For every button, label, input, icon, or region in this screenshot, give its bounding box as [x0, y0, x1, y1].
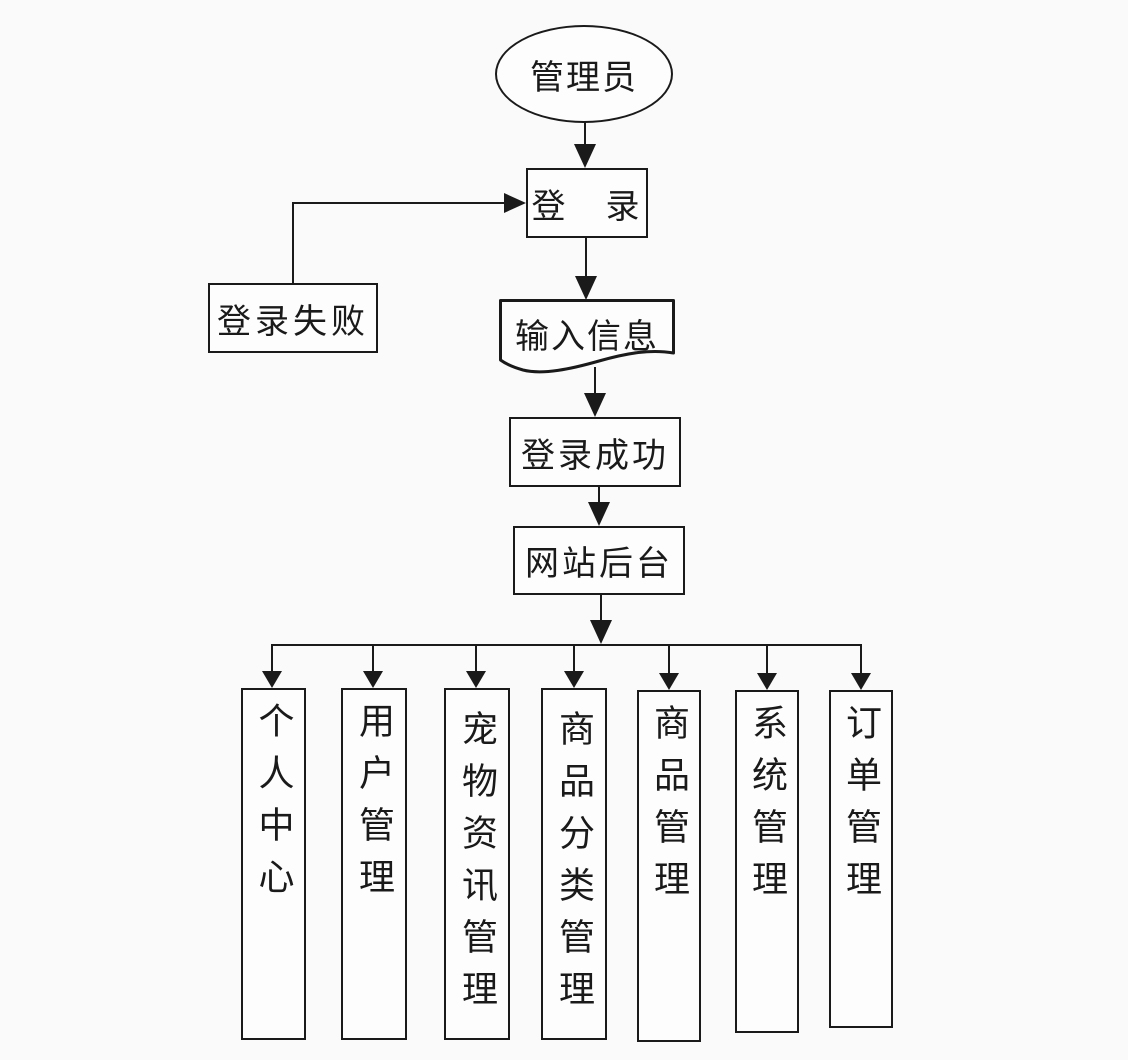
edge-branch-module3-line — [475, 644, 477, 671]
node-module-personal-center: 个人中心 — [241, 688, 306, 1040]
node-module-user-management-label: 用户管理 — [354, 702, 395, 910]
edge-inputinfo-loginsuccess-arrowhead-icon — [584, 393, 606, 417]
edge-branch-module4-arrowhead-icon — [564, 671, 584, 688]
edge-branch-module6-arrowhead-icon — [757, 673, 777, 690]
edge-branch-module6-line — [766, 644, 768, 673]
node-module-pet-info-management: 宠物资讯管理 — [444, 688, 510, 1040]
branch-bus-line — [272, 644, 861, 646]
edge-loginsuccess-backend-arrowhead-icon — [588, 502, 610, 526]
edge-loginsuccess-backend-line — [598, 487, 600, 502]
node-admin-label: 管理员 — [530, 58, 638, 97]
edge-branch-module5-arrowhead-icon — [659, 673, 679, 690]
node-module-personal-center-label: 个人中心 — [253, 702, 295, 910]
edge-loginfail-login-arrowhead-icon — [504, 193, 526, 213]
edge-loginfail-horizontal-line — [292, 202, 504, 204]
document-shape-icon — [499, 299, 675, 374]
edge-backend-branch-line — [600, 595, 602, 620]
edge-backend-branch-arrowhead-icon — [590, 620, 612, 644]
edge-branch-module7-line — [860, 644, 862, 673]
edge-admin-login-arrowhead-icon — [574, 144, 596, 168]
node-module-system-management: 系统管理 — [735, 690, 799, 1033]
node-backend-label: 网站后台 — [525, 545, 673, 583]
node-module-order-management: 订单管理 — [829, 690, 893, 1028]
edge-branch-module7-arrowhead-icon — [851, 673, 871, 690]
edge-login-inputinfo-arrowhead-icon — [575, 276, 597, 300]
node-login-fail-label: 登录失败 — [217, 302, 369, 341]
edge-admin-login-line — [584, 122, 586, 146]
node-login-success-label: 登录成功 — [521, 436, 669, 475]
node-login-fail: 登录失败 — [208, 283, 378, 353]
edge-loginfail-vertical-line — [292, 202, 294, 283]
node-backend: 网站后台 — [513, 526, 685, 595]
node-module-product-category-management-label: 商品分类管理 — [554, 710, 595, 1022]
edge-branch-module2-arrowhead-icon — [363, 671, 383, 688]
edge-branch-module2-line — [372, 644, 374, 671]
node-admin: 管理员 — [495, 25, 673, 123]
node-login: 登 录 — [526, 168, 648, 238]
node-module-system-management-label: 系统管理 — [747, 704, 788, 912]
node-module-order-management-label: 订单管理 — [841, 704, 882, 912]
node-login-label: 登 录 — [531, 187, 643, 226]
node-module-product-management-label: 商品管理 — [649, 704, 690, 912]
edge-branch-module5-line — [668, 644, 670, 673]
node-module-product-management: 商品管理 — [637, 690, 701, 1042]
node-input-info: 输入信息 — [499, 299, 675, 377]
edge-branch-module3-arrowhead-icon — [466, 671, 486, 688]
node-input-info-label: 输入信息 — [515, 318, 659, 356]
edge-branch-module1-arrowhead-icon — [262, 671, 282, 688]
node-module-user-management: 用户管理 — [341, 688, 407, 1040]
node-login-success: 登录成功 — [509, 417, 681, 487]
edge-inputinfo-loginsuccess-line — [594, 367, 596, 393]
node-module-pet-info-management-label: 宠物资讯管理 — [457, 710, 498, 1022]
edge-branch-module4-line — [573, 644, 575, 671]
edge-login-inputinfo-line — [585, 238, 587, 276]
edge-branch-module1-line — [271, 644, 273, 671]
node-module-product-category-management: 商品分类管理 — [541, 688, 607, 1040]
